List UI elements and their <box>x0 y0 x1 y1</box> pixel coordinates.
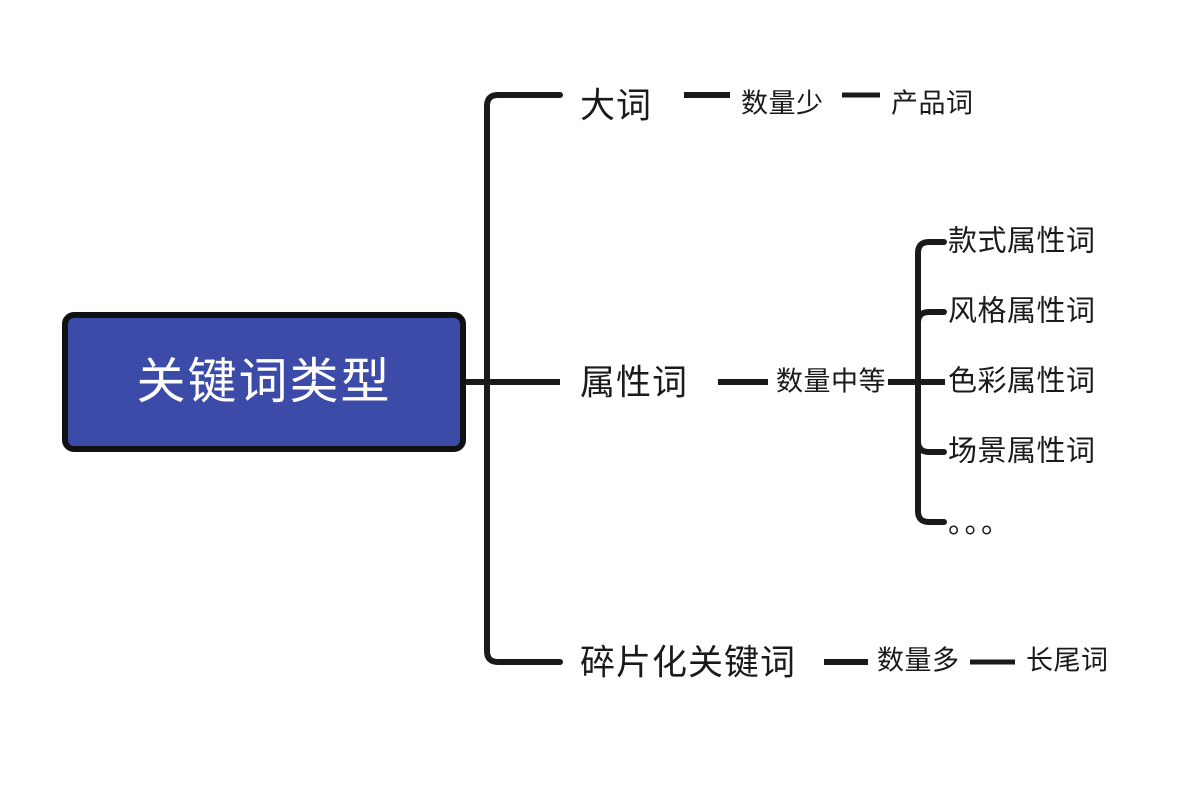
branch-label-big-word[interactable]: 大词 <box>580 86 653 126</box>
root-node[interactable]: 关键词类型 <box>62 312 466 452</box>
child-label-scene-attribute[interactable]: 场景属性词 <box>948 435 1096 468</box>
child-label-design-attribute[interactable]: 风格属性词 <box>948 295 1096 328</box>
quantity-label-fragmented-keyword[interactable]: 数量多 <box>877 645 960 676</box>
detail-label-long-tail-word[interactable]: 长尾词 <box>1026 645 1109 676</box>
main-bracket-top <box>484 92 563 385</box>
sub-bracket-bottom <box>915 379 947 525</box>
root-node-label: 关键词类型 <box>136 354 392 409</box>
branch-label-attribute-word[interactable]: 属性词 <box>580 363 689 403</box>
detail-label-product-word[interactable]: 产品词 <box>891 88 974 119</box>
child-label-more-attribute[interactable]: 。。。 <box>948 507 1013 540</box>
quantity-label-attribute-word[interactable]: 数量中等 <box>776 366 886 397</box>
main-bracket-bottom <box>484 379 563 665</box>
branch-label-fragmented-keyword[interactable]: 碎片化关键词 <box>580 643 797 683</box>
child-label-style-attribute[interactable]: 款式属性词 <box>948 225 1096 258</box>
sub-bracket-item-4 <box>915 379 947 455</box>
sub-bracket-top <box>915 239 947 385</box>
sub-bracket-item-2 <box>915 309 947 385</box>
child-label-color-attribute[interactable]: 色彩属性词 <box>948 365 1096 398</box>
quantity-label-big-word[interactable]: 数量少 <box>741 88 824 119</box>
